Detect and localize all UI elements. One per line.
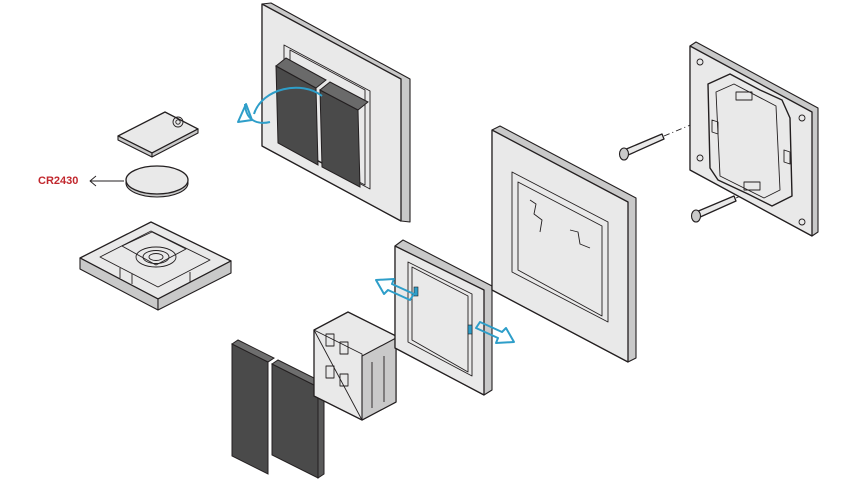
assembled-switch-front [261,2,411,223]
intermediate-frame [394,239,493,396]
mounting-plate [689,41,819,237]
battery-type-label: CR2430 [38,175,79,187]
coin-cell-battery [125,165,189,198]
clip-release-arrow-right-icon [475,321,515,344]
rocker-adapter [313,311,397,421]
cover-frame [491,125,637,363]
rocker-paddles [231,339,325,479]
battery-label-leader [89,175,124,187]
transmitter-module [79,221,232,311]
screw-lower [690,195,737,223]
battery-cover [117,111,199,158]
screw-upper [618,133,665,161]
clip-release-arrow-left-icon [375,278,415,301]
rotate-arrow-icon [237,86,323,124]
